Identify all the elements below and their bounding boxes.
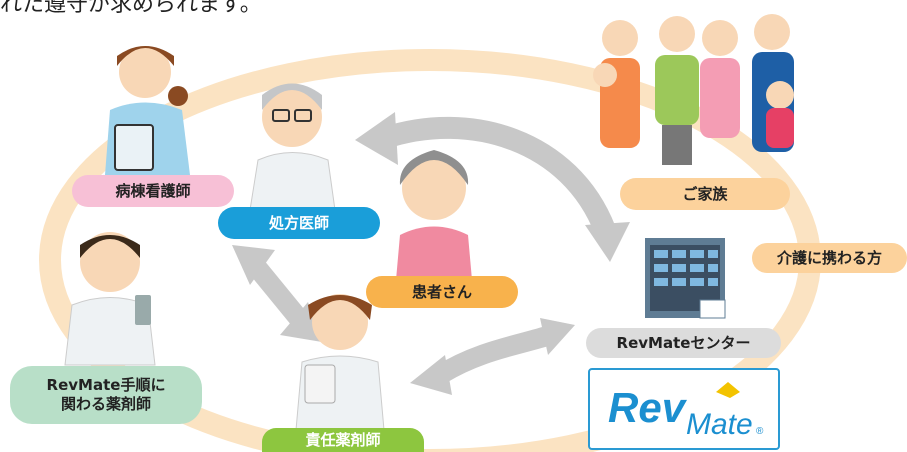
role-label-ward-nurse: 病棟看護師 (72, 175, 234, 207)
role-label-procedure-pharmacist-line2: 関わる薬剤師 (60, 395, 151, 413)
procedure-pharmacist-figure (64, 232, 156, 366)
nurse-figure (105, 46, 190, 175)
patient-figure (396, 150, 472, 280)
intro-text: れた遵守が求められます。 (0, 0, 262, 17)
role-label-procedure-pharmacist: RevMate手順に 関わる薬剤師 (10, 366, 202, 424)
revmate-logo-mark: Rev Mate ® (608, 382, 764, 441)
revmate-logo: Rev Mate ® (588, 368, 780, 450)
arrow-head-to-pharmacist (410, 355, 452, 395)
role-label-prescriber: 処方医師 (218, 207, 380, 239)
arrow-prescriber-pharmacist (247, 258, 308, 327)
family-figure (593, 14, 794, 165)
logo-text-sub: Mate (686, 408, 753, 441)
role-label-center: RevMateセンター (586, 328, 781, 358)
arrow-prescriber-to-center (381, 116, 616, 235)
logo-accent-shape (716, 382, 740, 398)
logo-text-main: Rev (608, 384, 688, 431)
doctor-figure (249, 83, 336, 211)
center-building (645, 238, 726, 319)
arrow-head-up-left (232, 245, 275, 285)
role-label-responsible-pharmacist: 責任薬剤師 (262, 428, 424, 452)
responsible-pharmacist-figure (295, 294, 385, 431)
role-label-procedure-pharmacist-line1: RevMate手順に (46, 376, 166, 395)
logo-registered-mark: ® (756, 426, 764, 437)
arrow-head-to-center (540, 318, 575, 355)
role-label-patient: 患者さん (366, 276, 518, 308)
arrow-pharmacist-center (434, 325, 554, 384)
role-label-caregiver: 介護に携わる方 (752, 243, 907, 273)
arrow-head-down (585, 222, 630, 262)
arrow-head-left (355, 112, 398, 165)
role-label-family: ご家族 (620, 178, 790, 210)
